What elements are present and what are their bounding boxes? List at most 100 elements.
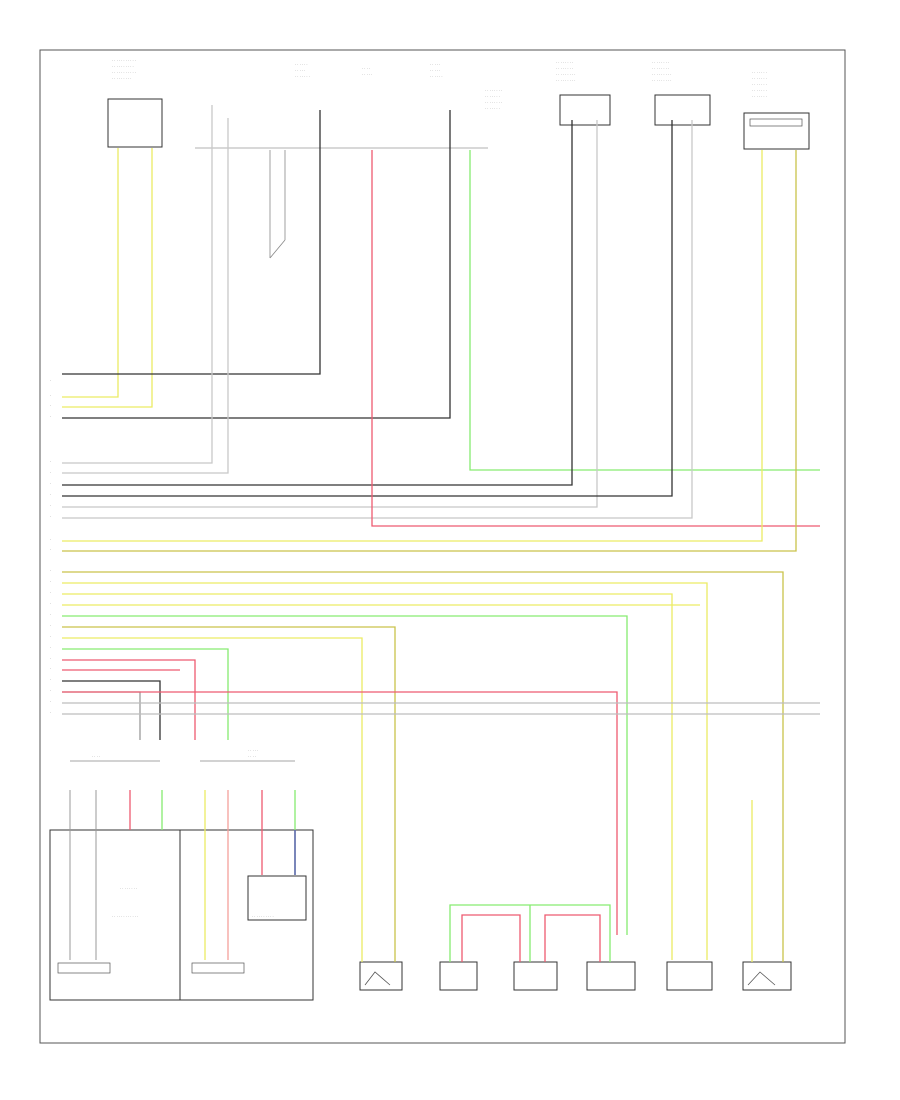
wire-yellowblack-1 (62, 150, 797, 552)
wire-red-1 (371, 150, 820, 527)
svg-text:·: · (50, 460, 51, 464)
wire-yellowblack-2 (62, 571, 784, 800)
bottom-component-2: · · · · · · · · · · (179, 790, 314, 1001)
bottom-component-8 (742, 961, 792, 991)
wire-green-1 (469, 150, 820, 471)
svg-text:· · · · · · · · · · · ·: · · · · · · · · · · · · (112, 915, 138, 919)
svg-text:·: · (50, 493, 51, 497)
svg-text:·: · (50, 404, 51, 408)
wire-yellow-5 (62, 593, 673, 960)
svg-text:·: · (50, 635, 51, 639)
svg-text:· · · · · · · ·: · · · · · · · · (120, 887, 137, 891)
svg-text:· · · · · · · · · · ·: · · · · · · · · · · · (112, 71, 136, 75)
svg-text:·: · (50, 711, 51, 715)
svg-text:· · · ·: · · · · (92, 755, 100, 759)
svg-text:· · · · · · · ·: · · · · · · · · (652, 67, 669, 71)
svg-text:· · · · · · ·: · · · · · · · (752, 89, 767, 93)
wire-green-3 (62, 648, 229, 740)
wire-yellowblack-3 (62, 626, 396, 800)
wire-gray-5 (62, 691, 141, 740)
svg-text:·: · (50, 667, 51, 671)
svg-text:· · · · · · ·: · · · · · · · (485, 95, 500, 99)
wire-yellow-2 (62, 148, 153, 408)
svg-text:·: · (50, 538, 51, 542)
bottom-wiring (361, 800, 784, 962)
svg-text:· · · ·: · · · · (362, 67, 370, 71)
svg-text:· · · · · · ·: · · · · · · · (752, 77, 767, 81)
svg-text:·: · (50, 504, 51, 508)
wire-black-5 (62, 680, 161, 740)
svg-text:·: · (50, 569, 51, 573)
top-component-5: · · · · · · · · · · · · · · · · · · · · … (556, 61, 611, 126)
wire-black-1 (62, 110, 321, 375)
wire-gray-2 (62, 118, 229, 474)
svg-text:·: · (50, 624, 51, 628)
svg-text:· · · · · · · · ·: · · · · · · · · · (112, 77, 131, 81)
svg-text:· · · · ·: · · · · · (295, 69, 305, 73)
wire-black-4 (62, 120, 673, 497)
svg-text:· · · · · · ·: · · · · · · · (752, 95, 767, 99)
svg-text:·: · (50, 689, 51, 693)
svg-text:· · · · · · · ·: · · · · · · · · (485, 89, 502, 93)
svg-text:·: · (50, 482, 51, 486)
svg-text:· · · · · · ·: · · · · · · · (752, 71, 767, 75)
wire-red-4 (62, 691, 618, 935)
svg-text:· · · · · · ·: · · · · · · · (295, 75, 310, 79)
svg-text:·: · (50, 548, 51, 552)
svg-text:· · · · ·: · · · · · (362, 73, 372, 77)
bottom-component-1: · · · · · · · · · · · · · · · · · · · · (49, 790, 181, 1001)
wire-yellow-4 (62, 582, 708, 960)
svg-text:·: · (50, 379, 51, 383)
wire-yellow-7 (62, 637, 363, 800)
svg-text:· · · · · · ·: · · · · · · · (752, 83, 767, 87)
svg-text:· · · · · · · · ·: · · · · · · · · · (652, 73, 671, 77)
bottom-component-7 (666, 961, 713, 991)
top-component-7: · · · · · · · · · · · · · · · · · · · · … (743, 71, 810, 150)
wire-black-2 (62, 110, 451, 419)
bottom-component-6 (586, 961, 636, 991)
svg-text:·: · (50, 591, 51, 595)
wire-green-2 (62, 615, 628, 935)
svg-text:· · · · · · · ·: · · · · · · · · (652, 61, 669, 65)
svg-text:· · · · · · · · · ·: · · · · · · · · · · (252, 915, 274, 919)
wire-black-3 (62, 120, 573, 486)
svg-text:·: · (50, 515, 51, 519)
svg-text:· · · · · · · ·: · · · · · · · · (556, 67, 573, 71)
svg-text:· · · · · · · · ·: · · · · · · · · · (556, 73, 575, 77)
wire-red-2 (62, 659, 196, 740)
svg-text:· · · · · · · ·: · · · · · · · · (556, 61, 573, 65)
svg-text:· · · · ·: · · · · · (430, 69, 440, 73)
svg-text:·: · (50, 700, 51, 704)
svg-text:·: · (50, 646, 51, 650)
svg-text:· · · ·: · · · · (248, 755, 256, 759)
svg-text:·: · (50, 678, 51, 682)
svg-text:· · · · ·: · · · · · (430, 63, 440, 67)
svg-text:· · · · · ·: · · · · · · (430, 75, 443, 79)
wires-upper (62, 105, 820, 552)
wires-lower (62, 571, 820, 960)
wire-yellow-1 (62, 148, 119, 398)
svg-text:·: · (50, 471, 51, 475)
svg-text:·: · (50, 657, 51, 661)
top-component-6: · · · · · · · · · · · · · · · · · · · · … (652, 61, 711, 126)
svg-text:·: · (50, 580, 51, 584)
svg-text:· · · · · · ·: · · · · · · · (485, 107, 500, 111)
left-terminal-labels: ···· ···· ···· ···· ···· ···· ·· (50, 379, 51, 715)
svg-text:·: · (50, 394, 51, 398)
bottom-component-4 (439, 961, 478, 991)
svg-text:·: · (50, 602, 51, 606)
top-component-2: · · · · · · · · · · · · · · · · · · (295, 63, 310, 79)
top-component-3: · · · · · · · · · (362, 67, 372, 77)
top-component-1: · · · · · · · · · · · · · · · · · · · · … (107, 59, 163, 148)
svg-text:·: · (50, 613, 51, 617)
diagram-frame (39, 49, 846, 1044)
wire-gray-4 (62, 120, 693, 519)
top-component-4: · · · · · · · · · · · · · · · · · · · · … (430, 63, 502, 111)
wire-gray-1 (62, 105, 213, 464)
wire-yellow-3 (62, 150, 763, 542)
bottom-component-3 (359, 961, 403, 991)
svg-text:· · · · ·: · · · · · (248, 749, 258, 753)
svg-text:· · · · · · · · ·: · · · · · · · · · (556, 79, 575, 83)
wire-gray-3 (62, 120, 598, 508)
